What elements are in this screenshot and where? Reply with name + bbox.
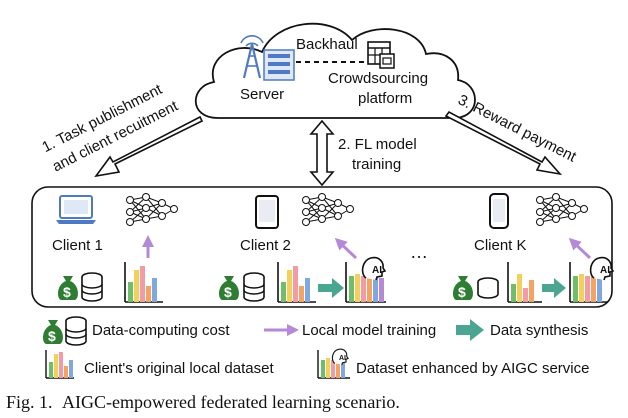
synthesis-arrow xyxy=(542,278,566,298)
figure-number: Fig. 1. xyxy=(6,392,53,412)
bar-chart-icon xyxy=(277,262,316,303)
ai-head-icon xyxy=(589,256,614,281)
ellipsis-label: … xyxy=(410,242,428,262)
platform-label-line2: platform xyxy=(358,90,413,107)
server-tower-icon xyxy=(240,35,295,81)
bar-chart-icon xyxy=(569,262,608,303)
ai-head-icon xyxy=(331,348,349,366)
legend-enhanced-dataset-label: Dataset enhanced by AIGC service xyxy=(356,360,590,377)
backhaul-label: Backhaul xyxy=(296,36,358,53)
phone-icon xyxy=(489,193,509,229)
step2-label-line1: 2. FL model xyxy=(338,136,417,153)
bar-chart-icon xyxy=(45,350,74,379)
laptop-icon xyxy=(56,195,96,224)
bar-chart-icon xyxy=(345,262,386,303)
client-k-label: Client K xyxy=(474,237,527,254)
step2-arrow xyxy=(309,119,335,187)
legend-cost-label: Data-computing cost xyxy=(92,322,230,339)
step1-arrow xyxy=(94,115,204,178)
ai-head-icon xyxy=(361,256,386,281)
client-2-label: Client 2 xyxy=(240,237,291,254)
figure-caption: Fig. 1. AIGC-empowered federated learnin… xyxy=(6,392,400,413)
database-icon xyxy=(65,316,87,346)
server-label: Server xyxy=(240,86,285,103)
database-icon xyxy=(477,277,499,299)
database-icon xyxy=(81,272,103,302)
bar-chart-icon xyxy=(124,262,163,303)
step2-label-line2: training xyxy=(352,156,402,173)
synthesis-arrow xyxy=(318,278,344,298)
legend-original-dataset-label: Client's original local dataset xyxy=(84,360,274,377)
money-bag-icon xyxy=(43,320,63,344)
client-1-label: Client 1 xyxy=(52,237,103,254)
step3-arrow xyxy=(444,110,563,176)
bar-chart-icon xyxy=(507,262,542,303)
figure-caption-text: AIGC-empowered federated learning scenar… xyxy=(62,392,400,412)
legend-synthesis-arrow xyxy=(456,319,484,341)
legend-synthesis-label: Data synthesis xyxy=(490,322,589,339)
local-training-arrow-2 xyxy=(334,237,358,260)
platform-label-line1: Crowdsourcing xyxy=(328,70,429,87)
bar-chart-icon xyxy=(317,350,350,379)
legend-local-training-label: Local model training xyxy=(302,322,437,339)
database-icon xyxy=(243,272,265,302)
platform-grid-icon xyxy=(367,41,395,69)
local-training-arrow-k xyxy=(568,237,592,260)
cloud-icon xyxy=(194,22,476,119)
tablet-icon xyxy=(255,195,279,229)
